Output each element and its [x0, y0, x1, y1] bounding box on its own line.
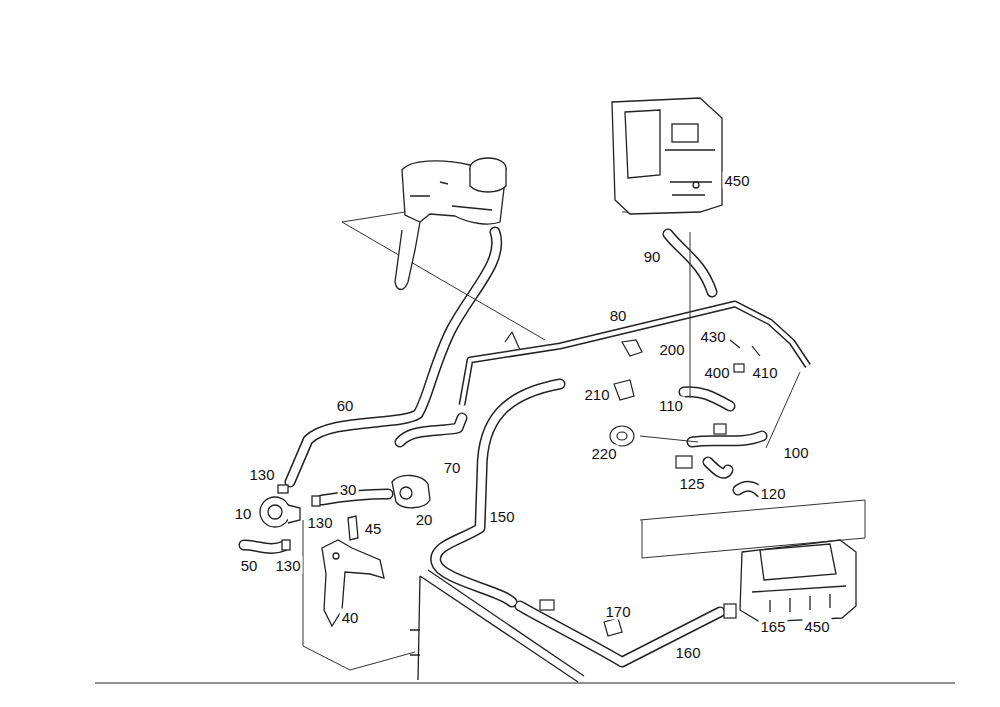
callout-number: 410	[750, 364, 779, 381]
mounting-bracket-part	[333, 553, 339, 559]
callout-number: 100	[781, 444, 810, 461]
clip-parts-part	[614, 380, 634, 400]
control-unit-part	[665, 150, 715, 195]
clip-parts-part	[617, 432, 627, 440]
power-electronics	[740, 540, 856, 622]
leader-line-part	[766, 372, 800, 448]
clip-parts-part	[734, 364, 744, 372]
aux-pump-part	[268, 505, 282, 519]
callout-number: 130	[305, 514, 334, 531]
callout-number: 125	[677, 475, 706, 492]
hose-fill	[244, 232, 762, 662]
callout-number: 150	[487, 508, 516, 525]
leader-line-part	[342, 222, 545, 340]
callout-number: 400	[702, 364, 731, 381]
callout-number: 450	[802, 618, 831, 635]
callout-number: 10	[233, 505, 254, 522]
control-unit-part	[693, 182, 699, 188]
rigid-pipe-part	[462, 304, 808, 405]
aux-pump-part	[282, 540, 290, 550]
control-unit	[612, 98, 722, 214]
callout-number: 165	[758, 618, 787, 635]
callout-number: 430	[698, 328, 727, 345]
leader-line-part	[642, 520, 643, 558]
callout-number: 70	[442, 459, 463, 476]
callout-number: 130	[247, 466, 276, 483]
clip-parts-part	[676, 456, 692, 468]
page-rule-part	[95, 683, 955, 684]
aux-pump-part	[400, 487, 412, 499]
callout-number: 130	[273, 557, 302, 574]
clip-parts-part	[540, 600, 554, 610]
hose-fill-part	[244, 232, 762, 662]
control-unit-part	[625, 110, 660, 178]
mounting-bracket-part	[322, 540, 384, 626]
callout-number: 160	[673, 644, 702, 661]
power-electronics-part	[740, 540, 856, 622]
expansion-tank-part	[470, 168, 506, 192]
radiator-edge-part	[410, 630, 420, 655]
aux-pump	[260, 475, 430, 550]
aux-pump-part	[278, 485, 288, 493]
callout-number: 50	[239, 557, 260, 574]
rigid-pipe	[462, 304, 808, 405]
aux-pump-part	[260, 497, 290, 527]
clip-parts	[540, 340, 760, 636]
control-unit-part	[612, 98, 722, 214]
callout-number: 90	[642, 248, 663, 265]
leader-line-part	[342, 212, 405, 222]
hose-outline-part	[244, 232, 762, 662]
radiator-edge-part	[428, 570, 584, 676]
callout-number: 30	[338, 481, 359, 498]
clip-parts-part	[724, 604, 736, 618]
hose-outline	[244, 232, 762, 662]
radiator-edge	[410, 570, 584, 682]
expansion-tank-part	[395, 222, 420, 290]
clip-parts-part	[714, 424, 726, 434]
clip-parts-part	[622, 340, 642, 356]
callout-number: 80	[608, 307, 629, 324]
leader-line-part	[303, 520, 415, 670]
callout-number: 450	[722, 172, 751, 189]
callout-number: 170	[603, 603, 632, 620]
leader-line-part	[690, 232, 691, 398]
power-electronics-part	[760, 544, 836, 580]
mounting-bracket	[322, 516, 384, 626]
callout-number: 200	[657, 341, 686, 358]
callout-number: 220	[589, 445, 618, 462]
leader-line-part	[640, 436, 698, 442]
power-electronics-part	[752, 586, 846, 612]
rigid-pipe-part	[462, 304, 808, 405]
callout-number: 210	[582, 386, 611, 403]
callout-number: 60	[335, 397, 356, 414]
expansion-tank	[395, 158, 506, 290]
mounting-bracket-part	[348, 516, 358, 540]
callout-number: 110	[657, 397, 685, 414]
callout-number: 40	[340, 609, 361, 626]
radiator-edge-part	[420, 576, 578, 682]
aux-pump-part	[392, 475, 430, 507]
expansion-tank-part	[410, 182, 492, 210]
leader-line	[303, 212, 865, 670]
radiator-edge-part	[418, 576, 420, 680]
clip-parts-part	[730, 340, 760, 356]
page-rule	[95, 683, 955, 684]
aux-pump-part	[288, 505, 300, 523]
callout-number: 120	[758, 485, 787, 502]
clip-parts-part	[604, 618, 622, 636]
expansion-tank-part	[402, 161, 505, 224]
aux-pump-part	[312, 496, 320, 506]
clip-parts-part	[610, 426, 634, 446]
rigid-pipe-part	[505, 332, 520, 350]
callout-number: 45	[363, 520, 384, 537]
callout-number: 20	[414, 511, 435, 528]
control-unit-part	[672, 124, 698, 142]
